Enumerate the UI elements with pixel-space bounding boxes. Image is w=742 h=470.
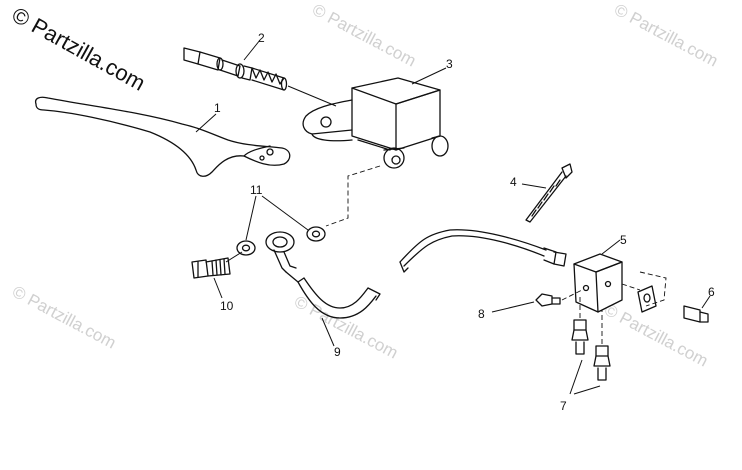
callout-3: 3 (446, 57, 453, 71)
cable-assembly[interactable] (183, 47, 288, 91)
callout-5: 5 (620, 233, 627, 247)
banjo-bolt[interactable] (191, 257, 231, 279)
callout-1: 1 (214, 101, 221, 115)
bleeder-screw[interactable] (535, 293, 561, 307)
crush-washers[interactable] (236, 226, 326, 256)
brake-lever[interactable] (34, 96, 291, 177)
junction-block[interactable] (573, 253, 623, 313)
master-cylinder[interactable] (302, 77, 449, 169)
callout-2: 2 (258, 31, 265, 45)
brake-line-fittings[interactable] (571, 319, 611, 381)
block-bolt[interactable] (637, 285, 709, 323)
callout-8: 8 (478, 307, 485, 321)
callout-6: 6 (708, 285, 715, 299)
callout-4: 4 (510, 175, 517, 189)
callout-11: 11 (250, 183, 263, 197)
callout-10: 10 (220, 299, 234, 313)
brake-hose[interactable] (265, 229, 567, 319)
cable-tie[interactable] (525, 163, 573, 223)
callout-9: 9 (334, 345, 341, 359)
callout-7: 7 (560, 399, 567, 413)
